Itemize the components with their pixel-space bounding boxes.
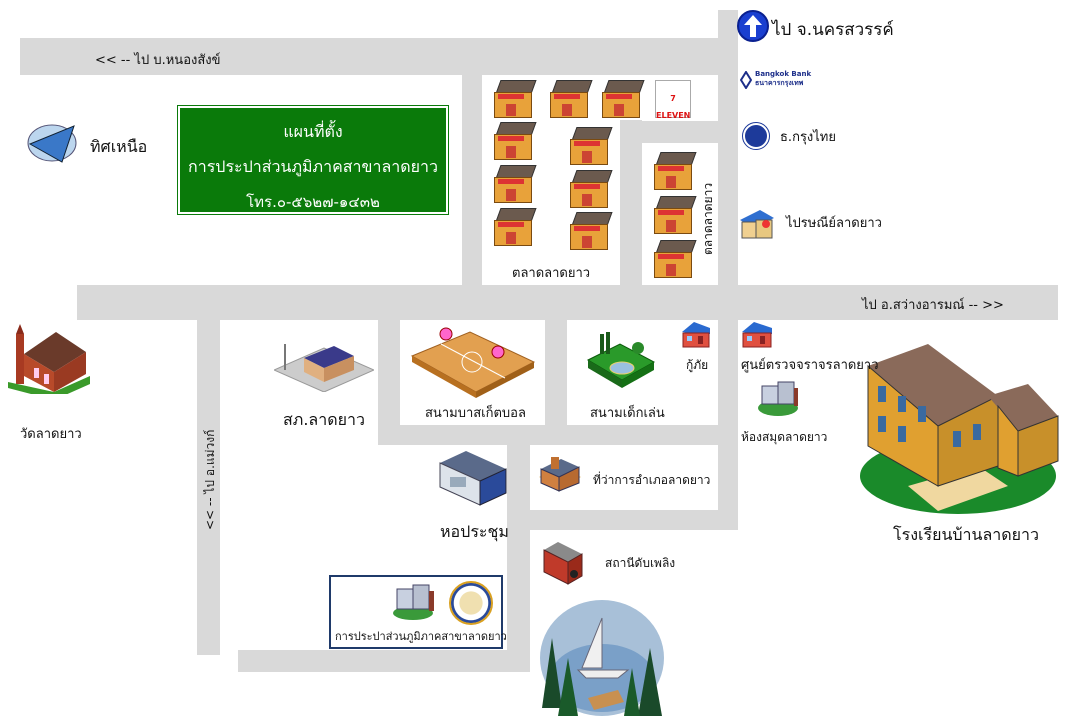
- road-label-sawang-arom: ไป อ.สว่างอารมณ์ -- >>: [862, 298, 1004, 313]
- waterworks-building-icon: [391, 581, 439, 625]
- road-label-nong-sang: << -- ไป บ.หนองสังข์: [95, 53, 221, 68]
- library-label: ห้องสมุดลาดยาว: [741, 430, 828, 444]
- shop-icon: [600, 80, 645, 120]
- lake-park-icon: [538, 598, 666, 726]
- sign-phone: โทร.๐-๕๖๒๗-๑๔๓๒: [246, 193, 380, 211]
- road-label-nakhon-sawan: ไป จ.นครสวรรค์: [772, 20, 894, 40]
- fire-station-label: สถานีดับเพลิง: [605, 556, 676, 570]
- shop-icon: [492, 80, 537, 120]
- shop-icon: [568, 127, 613, 167]
- bangkok-bank-logo: Bangkok Bank ธนาคารกรุงเทพ: [740, 70, 811, 89]
- road-market-inner-h: [620, 121, 718, 143]
- seven-eleven-logo: 7 ELEVEN: [655, 80, 691, 120]
- sign-subtitle: การประปาส่วนภูมิภาคสาขาลาดยาว: [188, 157, 438, 176]
- road-market-inner: [620, 120, 642, 287]
- playground-icon: [586, 332, 656, 396]
- road-top: [20, 38, 720, 75]
- compass-arrow-icon: [22, 118, 80, 172]
- rescue-station-icon: [680, 320, 712, 354]
- shop-icon: [492, 165, 537, 205]
- market-label: ตลาดลาดยาว: [512, 266, 591, 281]
- road-lane-4: [507, 445, 530, 650]
- bangkok-bank-en: Bangkok Bank: [755, 70, 812, 78]
- waterworks-label: การประปาส่วนภูมิภาคสาขาลาดยาว: [335, 630, 507, 643]
- road-bottom: [238, 650, 530, 672]
- fire-station-icon: [540, 540, 586, 590]
- police-station-icon: [272, 336, 376, 396]
- shop-icon: [492, 122, 537, 162]
- shop-icon: [652, 240, 697, 280]
- shop-icon: [652, 196, 697, 236]
- basketball-court-icon: [410, 326, 536, 402]
- police-station-label: สภ.ลาดยาว: [283, 410, 365, 429]
- post-office-icon: [738, 208, 776, 246]
- waterworks-box: การประปาส่วนภูมิภาคสาขาลาดยาว: [329, 575, 507, 649]
- road-main: [77, 285, 1058, 320]
- district-office-icon: [537, 455, 583, 499]
- library-icon: [756, 378, 802, 422]
- meeting-hall-label: หอประชุม: [440, 522, 509, 541]
- traffic-checkpoint-label: ศูนย์ตรวจจราจรลาดยาว: [741, 358, 879, 373]
- shop-icon: [548, 80, 593, 120]
- road-lane-2: [545, 320, 567, 425]
- district-office-label: ที่ว่าการอำเภอลาดยาว: [593, 473, 711, 487]
- rescue-station-label: กู้ภัย: [686, 358, 709, 372]
- road-market-left: [462, 75, 482, 287]
- shop-icon: [568, 170, 613, 210]
- post-office-label: ไปรษณีย์ลาดยาว: [786, 216, 882, 231]
- shop-icon: [492, 208, 537, 248]
- title-sign: แผนที่ตั้ง การประปาส่วนภูมิภาคสาขาลาดยาว…: [177, 105, 449, 215]
- seven-eleven-label: 7 ELEVEN: [656, 94, 691, 120]
- road-left-vertical: [197, 320, 220, 655]
- playground-label: สนามเด็กเล่น: [590, 406, 665, 421]
- meeting-hall-icon: [436, 447, 510, 513]
- krungthai-logo-icon: [742, 122, 770, 150]
- pwa-seal-logo: [449, 581, 493, 625]
- sign-title: แผนที่ตั้ง: [283, 122, 343, 141]
- school-label: โรงเรียนบ้านลาดยาว: [893, 525, 1039, 544]
- shop-icon: [568, 212, 613, 252]
- school-icon: [858, 336, 1062, 518]
- road-lane-5: [530, 510, 738, 530]
- road-lane-3: [378, 425, 738, 445]
- traffic-checkpoint-icon: [740, 320, 774, 354]
- road-label-mae-wong: << -- ไป อ.แม่วงก์: [203, 429, 217, 530]
- road-lane-1: [378, 320, 400, 445]
- basketball-court-label: สนามบาสเก็ตบอล: [425, 406, 526, 421]
- market-vertical-label: ตลาดลาดยาว: [701, 182, 715, 255]
- road-right-vertical: [718, 10, 738, 530]
- krungthai-label: ธ.กรุงไทย: [780, 130, 836, 145]
- temple-label: วัดลาดยาว: [20, 427, 82, 442]
- bangkok-bank-th: ธนาคารกรุงเทพ: [755, 79, 804, 87]
- shop-icon: [652, 152, 697, 192]
- up-arrow-icon: [737, 10, 769, 42]
- north-label: ทิศเหนือ: [90, 137, 148, 156]
- temple-icon: [6, 324, 90, 400]
